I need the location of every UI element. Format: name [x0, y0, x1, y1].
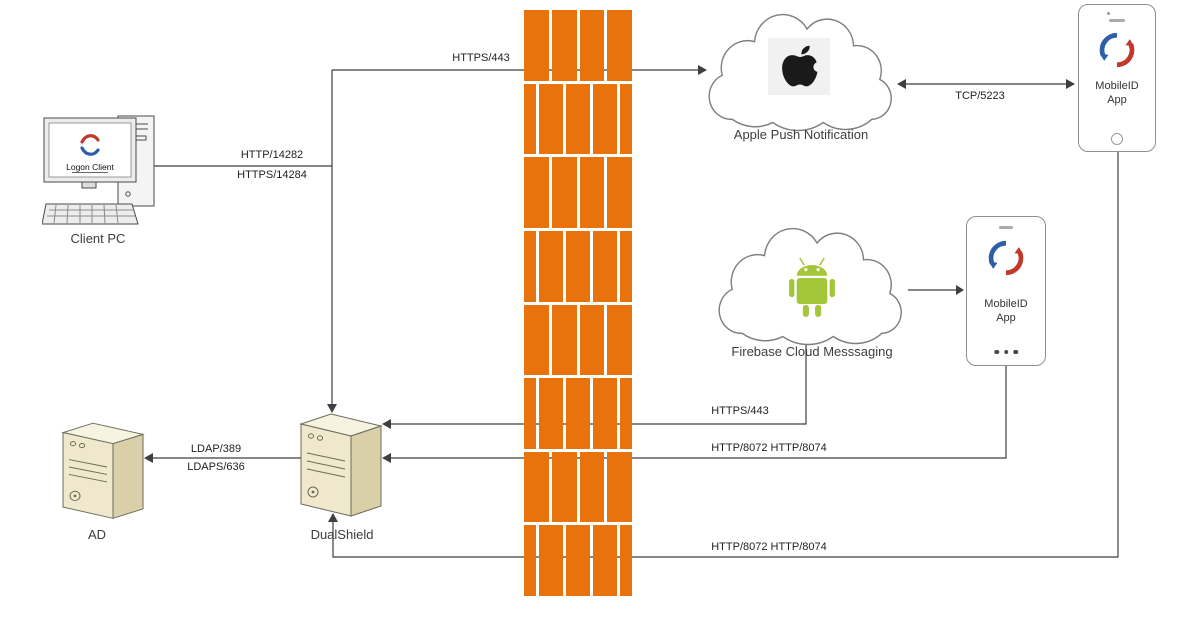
apns-cloud-node [702, 8, 900, 132]
firewall-row [524, 10, 632, 81]
firewall-row [524, 157, 632, 228]
camera-icon [1107, 12, 1110, 15]
edge-label-http-8072-8074-iphone: HTTP/8072 HTTP/8074 [711, 541, 827, 553]
edge-label-http-8072-8074-android: HTTP/8072 HTTP/8074 [711, 442, 827, 454]
edge-iphone-to-dualshield [332, 152, 1119, 558]
firewall-row [524, 230, 632, 302]
brick [524, 157, 549, 228]
apple-logo-box [768, 38, 830, 95]
brick [607, 10, 632, 81]
brick [620, 83, 632, 155]
brick [524, 451, 549, 523]
brick [566, 378, 590, 449]
brick [551, 304, 577, 376]
brick [524, 378, 536, 449]
server-tower-icon [55, 412, 151, 522]
fcm-cloud-node [712, 222, 910, 346]
brick [551, 10, 577, 81]
firewall-row [524, 525, 632, 596]
brick [551, 451, 577, 523]
brick [607, 304, 632, 376]
ad-label: AD [87, 527, 107, 542]
dualshield-server-node [293, 402, 389, 520]
speaker-slot [999, 226, 1013, 229]
apns-label: Apple Push Notification [733, 127, 869, 142]
brick [566, 83, 590, 155]
brick [620, 378, 632, 449]
mobileid-logo-icon [987, 239, 1025, 277]
fcm-label: Firebase Cloud Messsaging [731, 344, 893, 359]
android-robot-icon [789, 257, 835, 318]
iphone-app-name-line1: MobileID [1095, 80, 1139, 92]
edges [153, 69, 1119, 558]
ad-server-node [55, 412, 151, 522]
edge-label-https-443-apns: HTTPS/443 [452, 52, 510, 64]
home-button-icon [1111, 133, 1123, 145]
brick [579, 451, 605, 523]
android-app-name-line1: MobileID [984, 298, 1028, 310]
firewall-row [524, 451, 632, 523]
brick [566, 230, 590, 302]
menu-dots-icon [994, 349, 1018, 354]
brick [579, 157, 605, 228]
brick [607, 157, 632, 228]
brick [524, 10, 549, 81]
desktop-computer-icon: Logon Client [41, 115, 155, 225]
firewall-row [524, 378, 632, 449]
firewall-row [524, 83, 632, 155]
firewall [524, 10, 632, 596]
brick [539, 230, 563, 302]
client-pc-label: Client PC [70, 231, 126, 246]
logon-client-logo-icon [80, 134, 100, 156]
android-robot-box [786, 246, 838, 330]
firewall-row [524, 304, 632, 376]
edge-label-ldap-389: LDAP/389 [190, 443, 242, 455]
brick [524, 83, 536, 155]
brick [579, 304, 605, 376]
mobileid-logo-icon [1098, 31, 1136, 69]
brick [539, 525, 563, 596]
logon-client-screen-text: Logon Client [66, 162, 114, 172]
brick [593, 525, 617, 596]
brick [566, 525, 590, 596]
brick [607, 451, 632, 523]
edge-label-https-14284: HTTPS/14284 [237, 169, 307, 181]
server-tower-icon [293, 402, 389, 520]
brick [524, 304, 549, 376]
brick [539, 378, 563, 449]
brick [579, 10, 605, 81]
iphone-node: MobileID App [1078, 4, 1156, 152]
speaker-slot [1109, 19, 1125, 22]
brick [551, 157, 577, 228]
dualshield-label: DualShield [310, 527, 374, 542]
edge-label-https-443-fcm: HTTPS/443 [711, 405, 769, 417]
android-phone-node: MobileID App [966, 216, 1046, 366]
brick [524, 525, 536, 596]
edge-label-ldaps-636: LDAPS/636 [187, 461, 245, 473]
brick [593, 378, 617, 449]
brick [593, 230, 617, 302]
brick [524, 230, 536, 302]
edge-label-tcp-5223: TCP/5223 [955, 90, 1005, 102]
brick [539, 83, 563, 155]
brick [593, 83, 617, 155]
apple-logo-icon [782, 45, 819, 86]
edge-label-http-14282: HTTP/14282 [240, 149, 304, 161]
arrowheads [144, 65, 1075, 522]
client-pc-node: Logon Client [41, 110, 168, 228]
iphone-app-name-line2: App [1107, 94, 1127, 106]
brick [620, 525, 632, 596]
brick [620, 230, 632, 302]
android-app-name-line2: App [996, 312, 1016, 324]
